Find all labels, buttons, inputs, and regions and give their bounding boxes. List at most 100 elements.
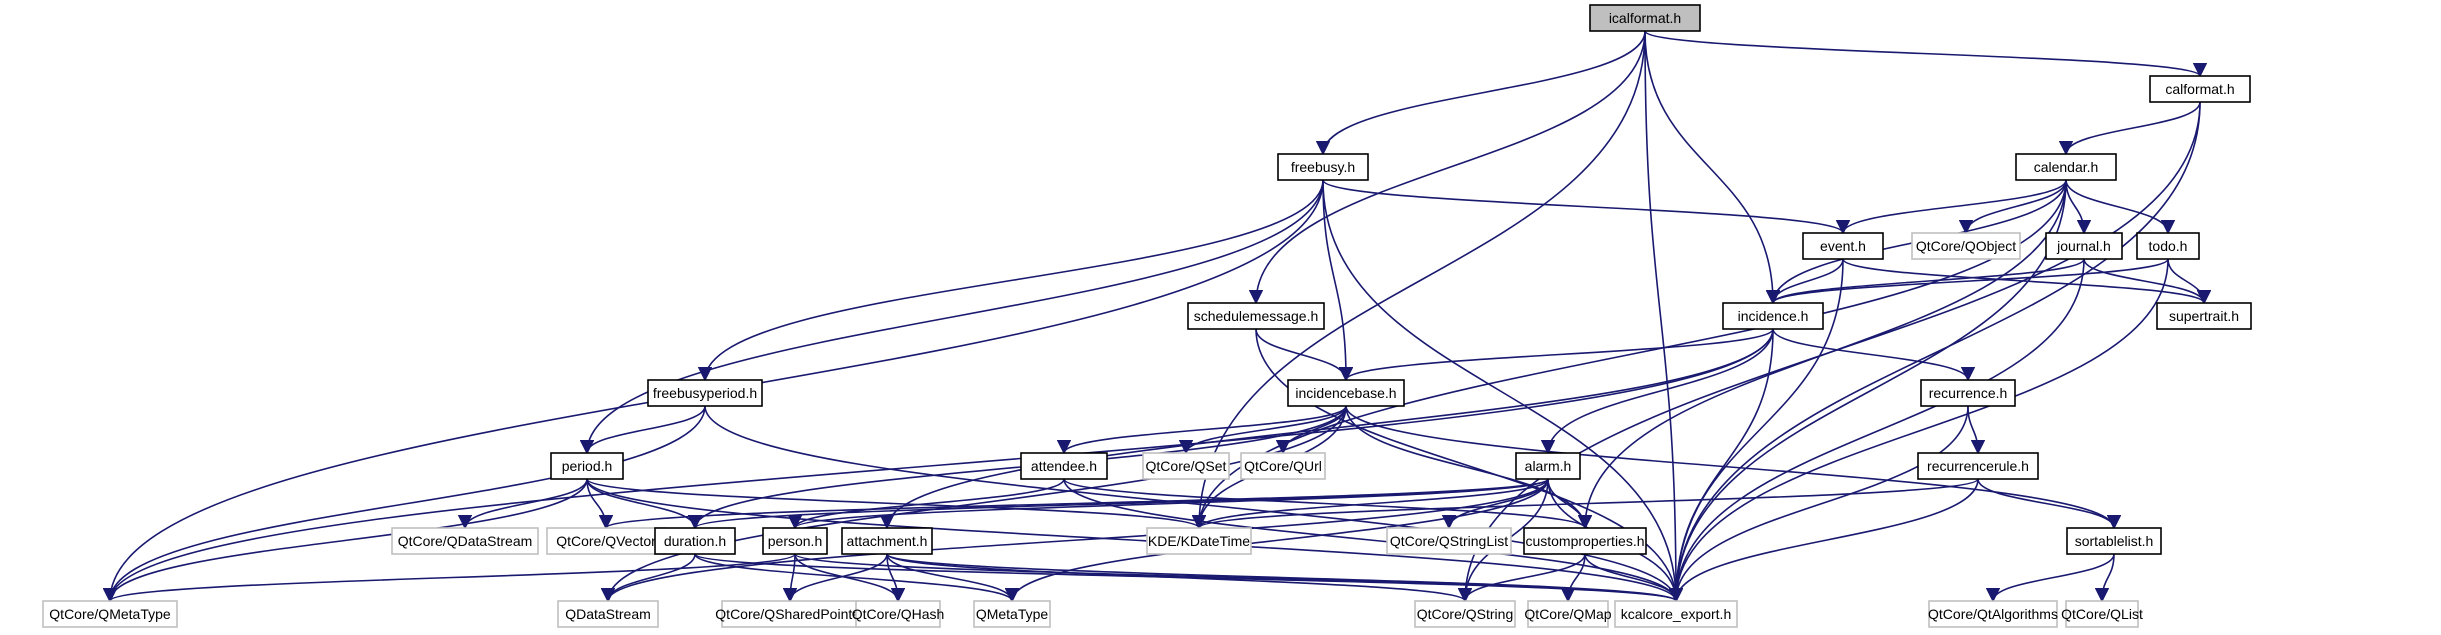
edge-sortablelist-to-qlist: [2094, 553, 2115, 603]
node-customproperties[interactable]: customproperties.h: [1523, 527, 1647, 555]
edge-attachment-to-qstring: [886, 553, 1472, 603]
node-label: QtCore/QSharedPointer: [715, 606, 865, 622]
node-qmap: QtCore/QMap: [1524, 600, 1612, 628]
node-calformat[interactable]: calformat.h: [2149, 75, 2251, 103]
node-box: [1614, 600, 1738, 628]
node-icalformat[interactable]: icalformat.h: [1589, 4, 1701, 32]
node-box: [1920, 379, 2016, 407]
edge-sortablelist-to-qtalgorithms: [1985, 553, 2115, 603]
node-qmetatype: QMetaType: [973, 600, 1051, 628]
node-box: [1515, 452, 1581, 480]
edge-freebusyperiod-to-period: [579, 405, 706, 455]
edge-incidencebase-to-attendee: [1056, 405, 1347, 455]
edge-incidencebase-to-sortablelist: [1345, 405, 2122, 530]
node-recurrencerule[interactable]: recurrencerule.h: [1917, 452, 2039, 480]
edge-customproperties-to-kcalcore_export: [1584, 553, 1684, 603]
node-attendee[interactable]: attendee.h: [1020, 452, 1108, 480]
node-sortablelist[interactable]: sortablelist.h: [2066, 527, 2162, 555]
node-journal[interactable]: journal.h: [2045, 232, 2123, 260]
edge-alarm-to-person: [788, 478, 1549, 530]
node-person[interactable]: person.h: [762, 527, 828, 555]
node-box: [1240, 452, 1326, 480]
edge-todo-to-incidence: [1766, 258, 2169, 305]
node-label: attendee.h: [1031, 458, 1097, 474]
node-box: [1020, 452, 1108, 480]
node-incidencebase[interactable]: incidencebase.h: [1287, 379, 1405, 407]
node-qdatastream_qt: QtCore/QDataStream: [391, 527, 539, 555]
node-event[interactable]: event.h: [1802, 232, 1884, 260]
node-qhash: QtCore/QHash: [852, 600, 945, 628]
nodes-layer: icalformat.h calformat.h freebusy.h calenda…: [42, 4, 2252, 628]
node-duration[interactable]: duration.h: [654, 527, 736, 555]
edge-attachment-to-qhash: [886, 553, 906, 603]
node-recurrence[interactable]: recurrence.h: [1920, 379, 2016, 407]
edge-duration-to-qmetatype: [694, 553, 1020, 603]
node-box: [2149, 75, 2251, 103]
node-qvector: QtCore/QVector: [546, 527, 666, 555]
node-label: calendar.h: [2034, 159, 2099, 175]
node-freebusy[interactable]: freebusy.h: [1277, 153, 1369, 181]
edge-event-to-supertrait: [1842, 258, 2211, 305]
node-box: [1722, 302, 1824, 330]
node-box: [647, 379, 763, 407]
edge-attendee-to-person: [787, 478, 1065, 530]
node-box: [654, 527, 736, 555]
node-label: icalformat.h: [1609, 10, 1681, 26]
node-qdatastream: QDataStream: [557, 600, 659, 628]
edge-period-to-kdatetime: [586, 478, 1206, 530]
edge-incidence-to-alarm: [1540, 328, 1774, 455]
node-qobject: QtCore/QObject: [1911, 232, 2021, 260]
node-attachment[interactable]: attachment.h: [841, 527, 933, 555]
edge-alarm-to-kdatetime: [1191, 478, 1549, 530]
edge-period-to-qdatastream_qt: [457, 478, 588, 530]
node-todo[interactable]: todo.h: [2136, 232, 2200, 260]
node-box: [1911, 232, 2021, 260]
node-alarm[interactable]: alarm.h: [1515, 452, 1581, 480]
edge-calendar-to-customproperties: [1577, 179, 2067, 530]
edge-recurrencerule-to-sortablelist: [1977, 478, 2122, 530]
node-label: recurrence.h: [1929, 385, 2008, 401]
node-box: [2045, 232, 2123, 260]
edge-calendar-to-kcalcore_export: [1668, 179, 2067, 603]
edge-calendar-to-qobject: [1958, 179, 2067, 235]
edge-recurrencerule-to-kdatetime: [1192, 478, 1979, 530]
edge-icalformat-to-freebusy: [1315, 30, 1646, 156]
node-label: QtCore/QStringList: [1390, 533, 1508, 549]
edge-alarm-to-qmetatype: [1004, 478, 1549, 603]
edge-incidence-to-incidencebase: [1339, 328, 1774, 382]
node-box: [1386, 527, 1512, 555]
edge-recurrence-to-kcalcore_export: [1668, 405, 1969, 603]
edge-recurrencerule-to-kcalcore_export: [1668, 478, 1979, 603]
node-label: incidencebase.h: [1295, 385, 1396, 401]
edge-incidencebase-to-customproperties: [1345, 405, 1593, 530]
node-box: [1277, 153, 1369, 181]
node-calendar[interactable]: calendar.h: [2015, 153, 2117, 181]
node-supertrait[interactable]: supertrait.h: [2156, 302, 2252, 330]
edge-period-to-qmetatype_qt: [102, 478, 588, 603]
edge-duration-to-qdatastream: [600, 553, 696, 603]
edge-schedulemessage-to-incidencebase: [1255, 328, 1354, 382]
node-kdatetime: KDE/KDateTime: [1146, 527, 1252, 555]
node-schedulemessage[interactable]: schedulemessage.h: [1187, 302, 1325, 330]
node-label: QtCore/QHash: [852, 606, 945, 622]
node-label: QDataStream: [565, 606, 651, 622]
node-qmetatype_qt: QtCore/QMetaType: [42, 600, 178, 628]
node-label: QtCore/QDataStream: [398, 533, 533, 549]
node-box: [973, 600, 1051, 628]
edge-period-to-kcalcore_export: [586, 478, 1683, 603]
node-qsharedpointer: QtCore/QSharedPointer: [715, 600, 865, 628]
node-period[interactable]: period.h: [550, 452, 624, 480]
edge-incidence-to-recurrence: [1772, 328, 1976, 382]
edge-calendar-to-event: [1835, 179, 2067, 235]
node-freebusyperiod[interactable]: freebusyperiod.h: [647, 379, 763, 407]
edge-attachment-to-qmetatype: [886, 553, 1020, 603]
edge-attachment-to-kcalcore_export: [886, 553, 1683, 603]
edge-freebusy-to-incidencebase: [1322, 179, 1354, 382]
node-box: [1146, 527, 1252, 555]
edge-incidencebase-to-qdatastream: [600, 405, 1347, 603]
node-label: period.h: [562, 458, 613, 474]
node-label: freebusyperiod.h: [653, 385, 757, 401]
node-label: person.h: [768, 533, 822, 549]
edge-incidence-to-kcalcore_export: [1668, 328, 1774, 603]
node-incidence[interactable]: incidence.h: [1722, 302, 1824, 330]
